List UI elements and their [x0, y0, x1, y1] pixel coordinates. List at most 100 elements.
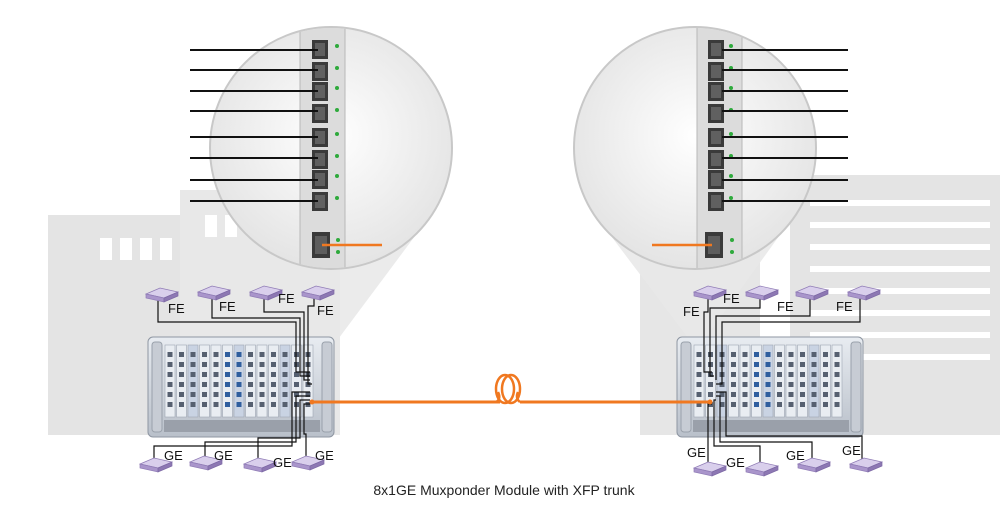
left-ge-label-2: GE: [214, 448, 233, 463]
card-port: [225, 352, 230, 357]
card-port: [213, 372, 219, 377]
sfp-port-cage: [315, 107, 325, 120]
card-port: [236, 372, 242, 377]
right-fe-label-3: FE: [777, 299, 794, 314]
card-port: [765, 352, 771, 357]
switch-icon: [248, 285, 284, 301]
left-ge-label-1: GE: [164, 448, 183, 463]
right-fe-label-4: FE: [836, 299, 853, 314]
card-port: [271, 392, 276, 397]
card-port: [259, 372, 265, 377]
card-port: [731, 382, 736, 387]
card-port: [777, 392, 782, 397]
sfp-port-cage: [315, 153, 325, 166]
line-card-slot: [245, 344, 256, 418]
card-port: [259, 382, 265, 387]
line-card-slot: [256, 344, 268, 418]
card-port: [225, 382, 230, 387]
card-port: [754, 362, 759, 367]
card-port: [754, 382, 759, 387]
right-ge-labels: GE GE GE GE: [687, 443, 861, 470]
card-port: [282, 352, 288, 357]
line-card-slot: [222, 344, 233, 418]
card-port: [765, 402, 771, 407]
right-ge-label-2: GE: [726, 455, 745, 470]
card-port: [213, 402, 219, 407]
line-card-slot: [268, 344, 279, 418]
card-port: [754, 402, 759, 407]
left-zoom-lens: [190, 26, 453, 270]
card-port: [248, 402, 253, 407]
sfp-port-cage: [315, 85, 325, 98]
card-port: [834, 402, 840, 407]
card-port: [213, 352, 219, 357]
card-port: [777, 372, 782, 377]
card-port: [259, 352, 265, 357]
card-port: [823, 362, 828, 367]
card-port: [731, 392, 736, 397]
card-port: [800, 372, 805, 377]
right-ge-label-3: GE: [786, 448, 805, 463]
left-ge-label-3: GE: [273, 455, 292, 470]
switch-icon: [794, 285, 830, 301]
left-chassis: [147, 336, 335, 438]
line-card-slot: [176, 344, 187, 418]
card-port: [731, 352, 736, 357]
sfp-port-cage: [711, 153, 721, 166]
card-port: [213, 392, 219, 397]
switch-icon: [138, 457, 174, 473]
card-port: [788, 362, 794, 367]
card-port: [271, 402, 276, 407]
card-port: [190, 392, 196, 397]
card-port: [696, 382, 702, 387]
right-fe-label-1: FE: [683, 304, 700, 319]
card-port: [800, 402, 805, 407]
line-card-slot: [279, 344, 291, 418]
card-port: [294, 372, 299, 377]
line-card-slot: [164, 344, 176, 418]
card-port: [248, 352, 253, 357]
switch-icon: [692, 461, 728, 477]
card-port: [834, 382, 840, 387]
card-port: [190, 382, 196, 387]
card-port: [811, 372, 817, 377]
line-card-slot: [728, 344, 739, 418]
switch-icon: [744, 461, 780, 477]
card-port: [788, 392, 794, 397]
card-port: [788, 372, 794, 377]
port-led: [729, 44, 733, 48]
switch-icon: [692, 285, 728, 301]
card-port: [225, 402, 230, 407]
port-led: [335, 196, 339, 200]
switch-icon: [796, 457, 832, 473]
card-port: [708, 382, 713, 387]
card-port: [282, 392, 288, 397]
card-port: [248, 382, 253, 387]
line-card-slot: [808, 344, 820, 418]
card-port: [179, 402, 184, 407]
card-port: [788, 402, 794, 407]
card-port: [823, 382, 828, 387]
sfp-port-cage: [315, 131, 325, 144]
port-led: [729, 196, 733, 200]
card-port: [777, 402, 782, 407]
card-port: [167, 362, 173, 367]
card-port: [167, 372, 173, 377]
card-port: [754, 352, 759, 357]
card-port: [834, 362, 840, 367]
right-client-cables: [703, 296, 863, 466]
card-port: [765, 392, 771, 397]
sfp-port-cage: [315, 43, 325, 56]
card-port: [282, 402, 288, 407]
right-ge-label-1: GE: [687, 445, 706, 460]
line-card-slot: [199, 344, 210, 418]
card-port: [294, 382, 299, 387]
card-port: [225, 372, 230, 377]
card-port: [834, 392, 840, 397]
right-chassis: [676, 336, 864, 438]
port-led: [335, 66, 339, 70]
left-fe-label-4: FE: [317, 303, 334, 318]
card-port: [213, 382, 219, 387]
card-port: [202, 382, 207, 387]
